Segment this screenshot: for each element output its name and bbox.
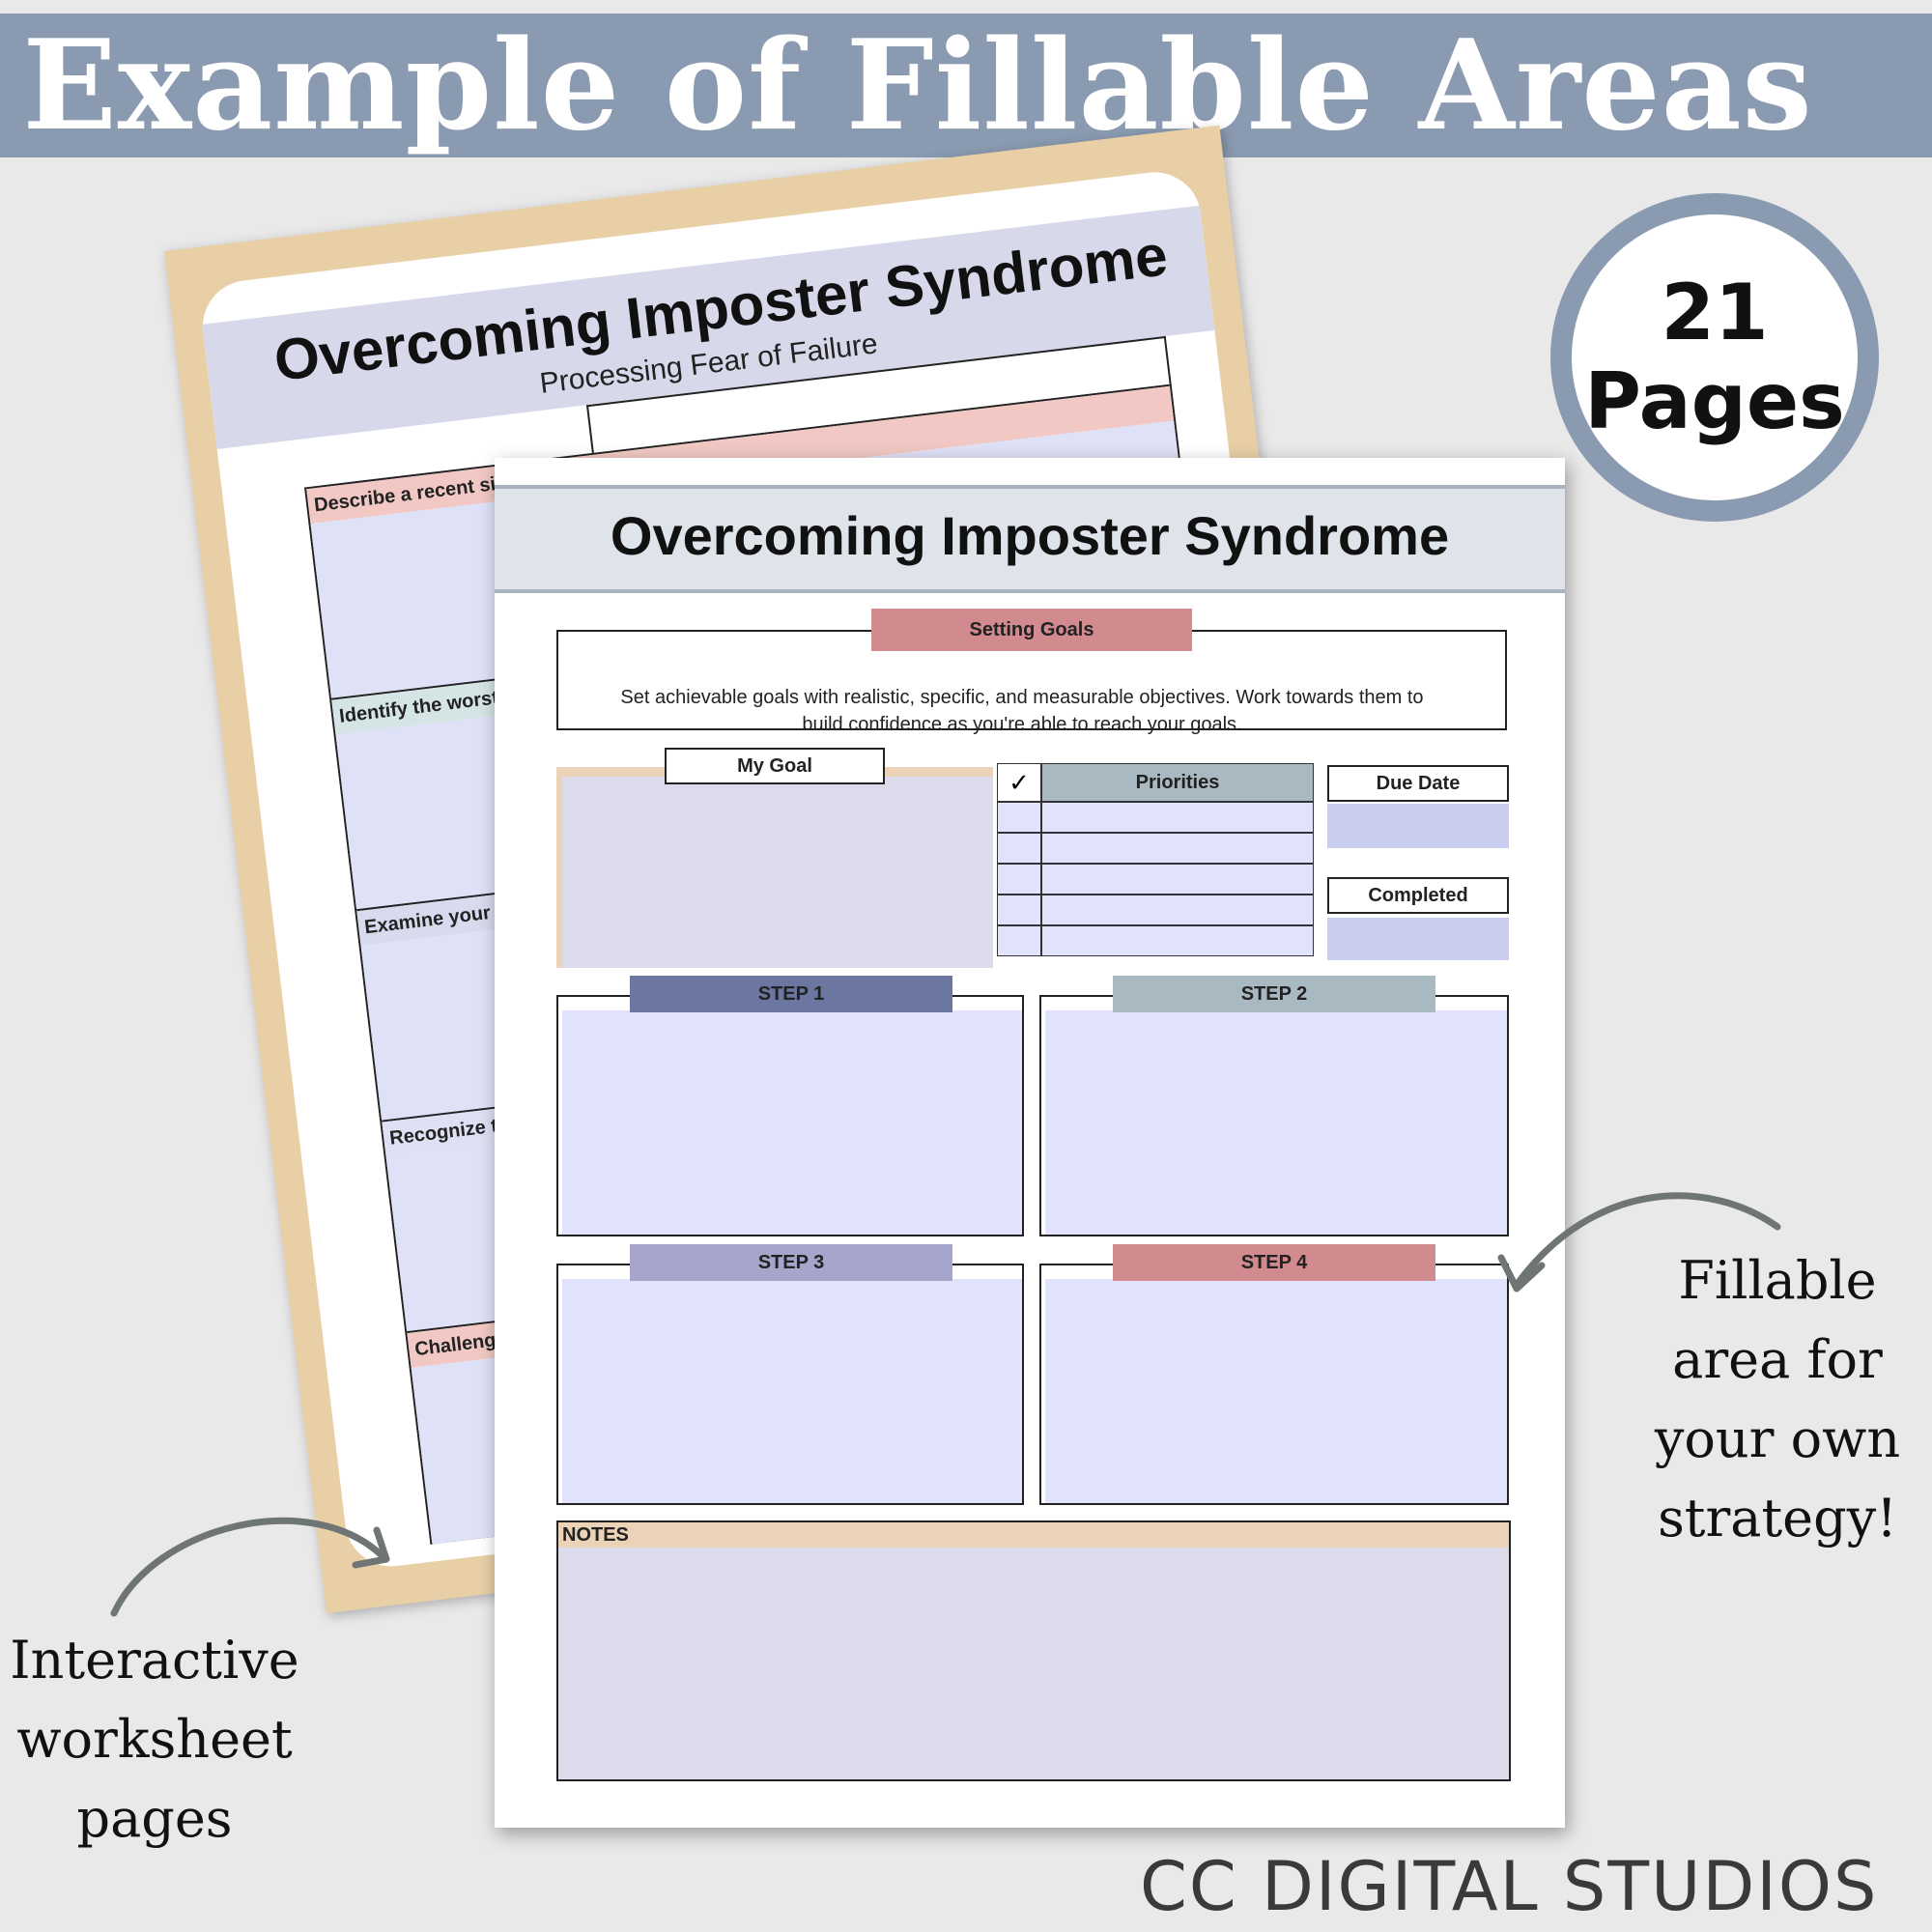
priority-checkbox[interactable]: [997, 864, 1041, 895]
notes-label: NOTES: [558, 1522, 1509, 1548]
note-line: your own: [1654, 1408, 1901, 1469]
badge-number: 21: [1661, 268, 1769, 357]
step-1-field[interactable]: [562, 1010, 1022, 1235]
step-4-tag: STEP 4: [1113, 1244, 1435, 1281]
step-2-field[interactable]: [1045, 1010, 1507, 1235]
note-line: strategy!: [1658, 1488, 1897, 1548]
priority-field[interactable]: [1041, 833, 1314, 864]
note-line: pages: [76, 1788, 233, 1849]
my-goal-field[interactable]: [556, 767, 993, 968]
step-2-box: [1039, 995, 1509, 1236]
setting-goals-text: Set achievable goals with realistic, spe…: [620, 687, 1424, 735]
priority-field[interactable]: [1041, 925, 1314, 956]
note-line: Interactive: [10, 1630, 299, 1690]
step-3-tag: STEP 3: [630, 1244, 952, 1281]
curved-arrow-left-icon: [110, 1517, 390, 1617]
step-3-field[interactable]: [562, 1279, 1022, 1503]
front-worksheet-page: Overcoming Imposter Syndrome Set achieva…: [495, 458, 1565, 1828]
title-banner: [0, 14, 1932, 157]
priority-checkbox[interactable]: [997, 833, 1041, 864]
step-1-box: [556, 995, 1024, 1236]
front-worksheet-title: Overcoming Imposter Syndrome: [610, 504, 1450, 566]
fillable-area-note: Fillable area for your own strategy!: [1633, 1241, 1922, 1558]
note-line: area for: [1672, 1329, 1883, 1390]
priority-field[interactable]: [1041, 895, 1314, 925]
priorities-check-header: ✓: [997, 763, 1041, 802]
note-line: Fillable: [1678, 1250, 1877, 1311]
step-4-box: [1039, 1264, 1509, 1505]
priority-checkbox[interactable]: [997, 925, 1041, 956]
step-1-tag: STEP 1: [630, 976, 952, 1012]
interactive-worksheet-note: Interactive worksheet pages: [0, 1621, 309, 1859]
badge-inner: 21 Pages: [1572, 214, 1858, 500]
priority-field[interactable]: [1041, 802, 1314, 833]
banner-title: Example of Fillable Areas: [22, 13, 1813, 158]
priority-checkbox[interactable]: [997, 895, 1041, 925]
badge-word: Pages: [1584, 356, 1845, 446]
notes-field[interactable]: NOTES: [556, 1520, 1511, 1781]
completed-field[interactable]: [1327, 918, 1509, 960]
setting-goals-tag: Setting Goals: [871, 609, 1192, 651]
step-3-box: [556, 1264, 1024, 1505]
step-2-tag: STEP 2: [1113, 976, 1435, 1012]
brand-name: CC DIGITAL STUDIOS: [1140, 1847, 1879, 1926]
priority-checkbox[interactable]: [997, 802, 1041, 833]
curved-arrow-right-icon: [1497, 1192, 1781, 1293]
step-4-field[interactable]: [1045, 1279, 1507, 1503]
note-line: worksheet: [16, 1709, 293, 1770]
due-date-field[interactable]: [1327, 804, 1509, 848]
my-goal-label: My Goal: [665, 748, 885, 784]
page-count-badge: 21 Pages: [1550, 193, 1879, 522]
priority-field[interactable]: [1041, 864, 1314, 895]
priorities-header: Priorities: [1041, 763, 1314, 802]
completed-label: Completed: [1327, 877, 1509, 914]
front-worksheet-header: [495, 485, 1565, 593]
due-date-label: Due Date: [1327, 765, 1509, 802]
